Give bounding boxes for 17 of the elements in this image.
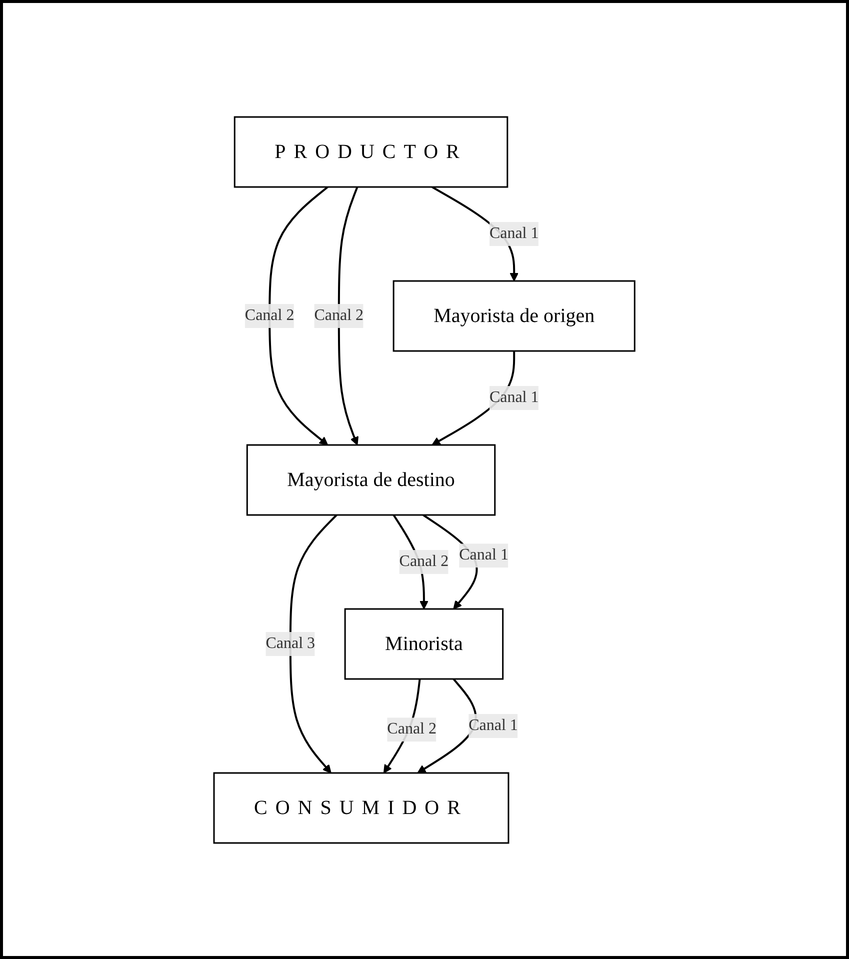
edge-label: Canal 2 bbox=[399, 552, 449, 570]
edge-label: Canal 2 bbox=[314, 306, 364, 324]
edge-label: Canal 2 bbox=[387, 720, 437, 738]
edge-label: Canal 1 bbox=[468, 716, 518, 734]
arrow bbox=[290, 514, 338, 773]
node-box: CONSUMIDOR bbox=[213, 772, 510, 844]
edge-label: Canal 3 bbox=[266, 634, 316, 652]
node-box: PRODUCTOR bbox=[234, 116, 508, 188]
edge-label: Canal 1 bbox=[459, 546, 509, 564]
node-box: Mayorista de origen bbox=[392, 280, 636, 352]
node-box: Minorista bbox=[344, 608, 504, 680]
edge-label: Canal 2 bbox=[245, 306, 294, 324]
edge-label: Canal 1 bbox=[490, 388, 539, 406]
node-box: Mayorista de destino bbox=[246, 444, 496, 516]
arrow bbox=[338, 186, 359, 445]
arrow bbox=[268, 186, 329, 445]
edge-label: Canal 1 bbox=[490, 224, 539, 242]
